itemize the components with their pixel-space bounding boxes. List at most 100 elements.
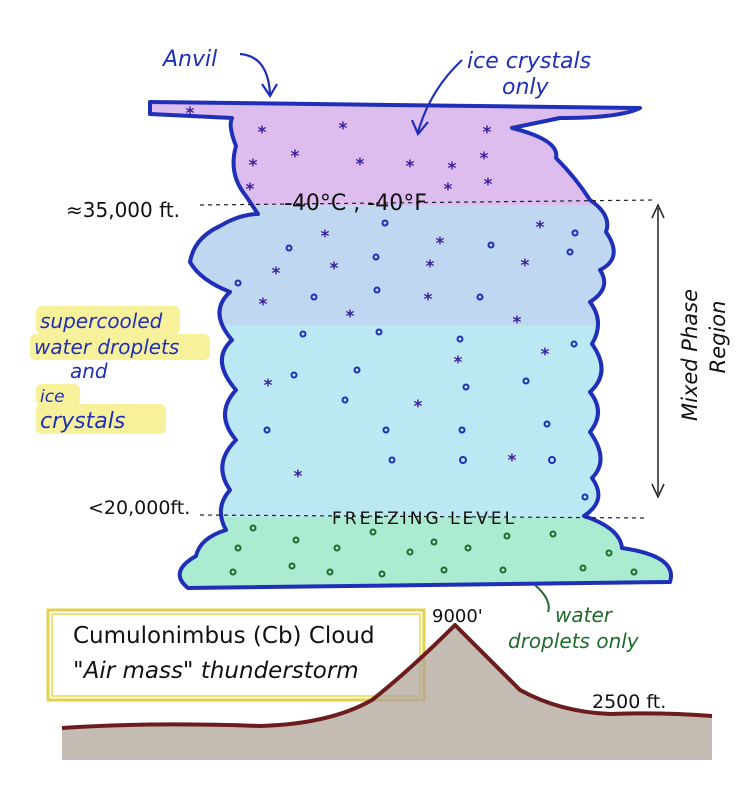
droplet-icon [630, 568, 638, 576]
ice-crystal-icon: * [339, 119, 348, 139]
droplet-icon [249, 524, 257, 532]
droplet-icon [406, 548, 414, 556]
ice-crystal-icon: * [291, 147, 300, 167]
ice-crystals-label: ice crystals [467, 49, 591, 74]
droplet-icon [290, 371, 298, 379]
droplet-icon [369, 528, 377, 536]
ice-crystal-icon: * [541, 345, 550, 365]
supercooled-label-3: and [70, 359, 108, 383]
droplet-icon [292, 536, 300, 544]
droplet-icon [459, 456, 467, 464]
ice-crystals: * * * * * * * * * * * * * * * * * * * * … [186, 104, 550, 487]
droplet-icon [571, 229, 579, 237]
ice-crystal-icon: * [406, 157, 415, 177]
droplet-icon [388, 456, 396, 464]
ice-crystal-icon: * [414, 397, 423, 417]
ice-crystal-icon: * [521, 256, 530, 276]
droplet-icon [373, 286, 381, 294]
ice-crystals-arrowhead-icon [410, 119, 429, 137]
ice-crystals-label-2: only [502, 75, 550, 100]
supercooled-label-1: supercooled [40, 309, 163, 333]
altitude-freezing-label: <20,000ft. [88, 497, 190, 519]
droplet-icon [462, 383, 470, 391]
mixed-zone [150, 205, 671, 517]
water-zone [150, 517, 671, 588]
peak-height-label: 9000' [432, 606, 483, 627]
ice-crystal-icon: * [346, 307, 355, 327]
droplet-icon [458, 426, 466, 434]
droplet-icon [605, 549, 613, 557]
droplet-icon [229, 568, 237, 576]
supercooled-highlight [30, 306, 210, 434]
freezing-level-label: FREEZING LEVEL [332, 509, 517, 529]
ice-crystal-icon: * [259, 295, 268, 315]
ice-crystal-icon: * [436, 234, 445, 254]
droplet-icon [288, 562, 296, 570]
droplet-icon [234, 279, 242, 287]
water-only-label-2: droplets only [508, 629, 640, 653]
mixed-phase-label: Mixed Phase [678, 289, 702, 421]
water-droplets-pointer-icon [534, 584, 550, 613]
ice-crystal-icon: * [483, 123, 492, 143]
droplet-icon [430, 538, 438, 546]
ice-crystal-icon: * [448, 159, 457, 179]
droplet-icon [375, 328, 383, 336]
ice-crystal-icon: * [249, 156, 258, 176]
droplet-icon [285, 244, 293, 252]
ice-crystal-icon: * [330, 259, 339, 279]
droplet-icon [464, 544, 472, 552]
ground-height-label: 2500 ft. [592, 691, 666, 713]
anvil-arrowhead-icon [261, 83, 278, 99]
droplet-icon [549, 530, 557, 538]
temperature-label: -40°C , -40°F [284, 191, 427, 216]
ice-crystal-icon: * [536, 218, 545, 238]
ice-crystal-icon: * [508, 451, 517, 471]
ice-crystal-icon: * [513, 313, 522, 333]
droplet-icon [333, 544, 341, 552]
title-line-2: "Air mass" thunderstorm [73, 658, 359, 684]
freezing-level-line [199, 514, 646, 519]
ice-crystal-icon: * [454, 353, 463, 373]
mountain-outline [61, 623, 713, 730]
droplet-icon [382, 426, 390, 434]
droplet-icon [378, 570, 386, 578]
mixed-phase-label-group: Mixed Phase Region [678, 289, 730, 421]
ice-crystal-icon: * [258, 123, 267, 143]
droplet-icon [299, 330, 307, 338]
droplet-icon [310, 293, 318, 301]
ice-crystal-icon: * [264, 376, 273, 396]
droplet-icon [341, 396, 349, 404]
ice-crystals-arrow-icon [416, 59, 463, 133]
supercooled-label-4: ice [40, 387, 65, 407]
ice-crystal-icon: * [444, 180, 453, 200]
droplet-icon [372, 253, 380, 261]
ice-crystal-icon: * [294, 467, 303, 487]
ice-boundary-line [199, 199, 656, 206]
droplet-icon [543, 420, 551, 428]
droplet-icon [476, 293, 484, 301]
altitude-top-label: ≈35,000 ft. [66, 198, 180, 222]
ice-crystal-icon: * [480, 149, 489, 169]
supercooled-droplets [234, 219, 589, 501]
droplet-icon [326, 568, 334, 576]
title-line-1: Cumulonimbus (Cb) Cloud [73, 623, 375, 649]
ice-zone [150, 102, 671, 205]
droplet-icon [548, 456, 556, 464]
mixed-phase-label-2: Region [706, 301, 730, 374]
droplet-icon [579, 564, 587, 572]
ice-crystal-icon: * [186, 104, 195, 124]
droplet-icon [570, 340, 578, 348]
droplet-icon [263, 426, 271, 434]
mixed-phase-arrow [651, 203, 665, 499]
droplet-icon [522, 377, 530, 385]
droplet-icon [566, 248, 574, 256]
ice-crystal-icon: * [426, 257, 435, 277]
anvil-label: Anvil [161, 47, 217, 72]
water-only-label: water [555, 603, 614, 627]
anvil-arrow-icon [239, 52, 272, 95]
ice-crystal-icon: * [424, 290, 433, 310]
mixed-zone-tint [150, 205, 671, 325]
ice-crystal-icon: * [321, 227, 330, 247]
